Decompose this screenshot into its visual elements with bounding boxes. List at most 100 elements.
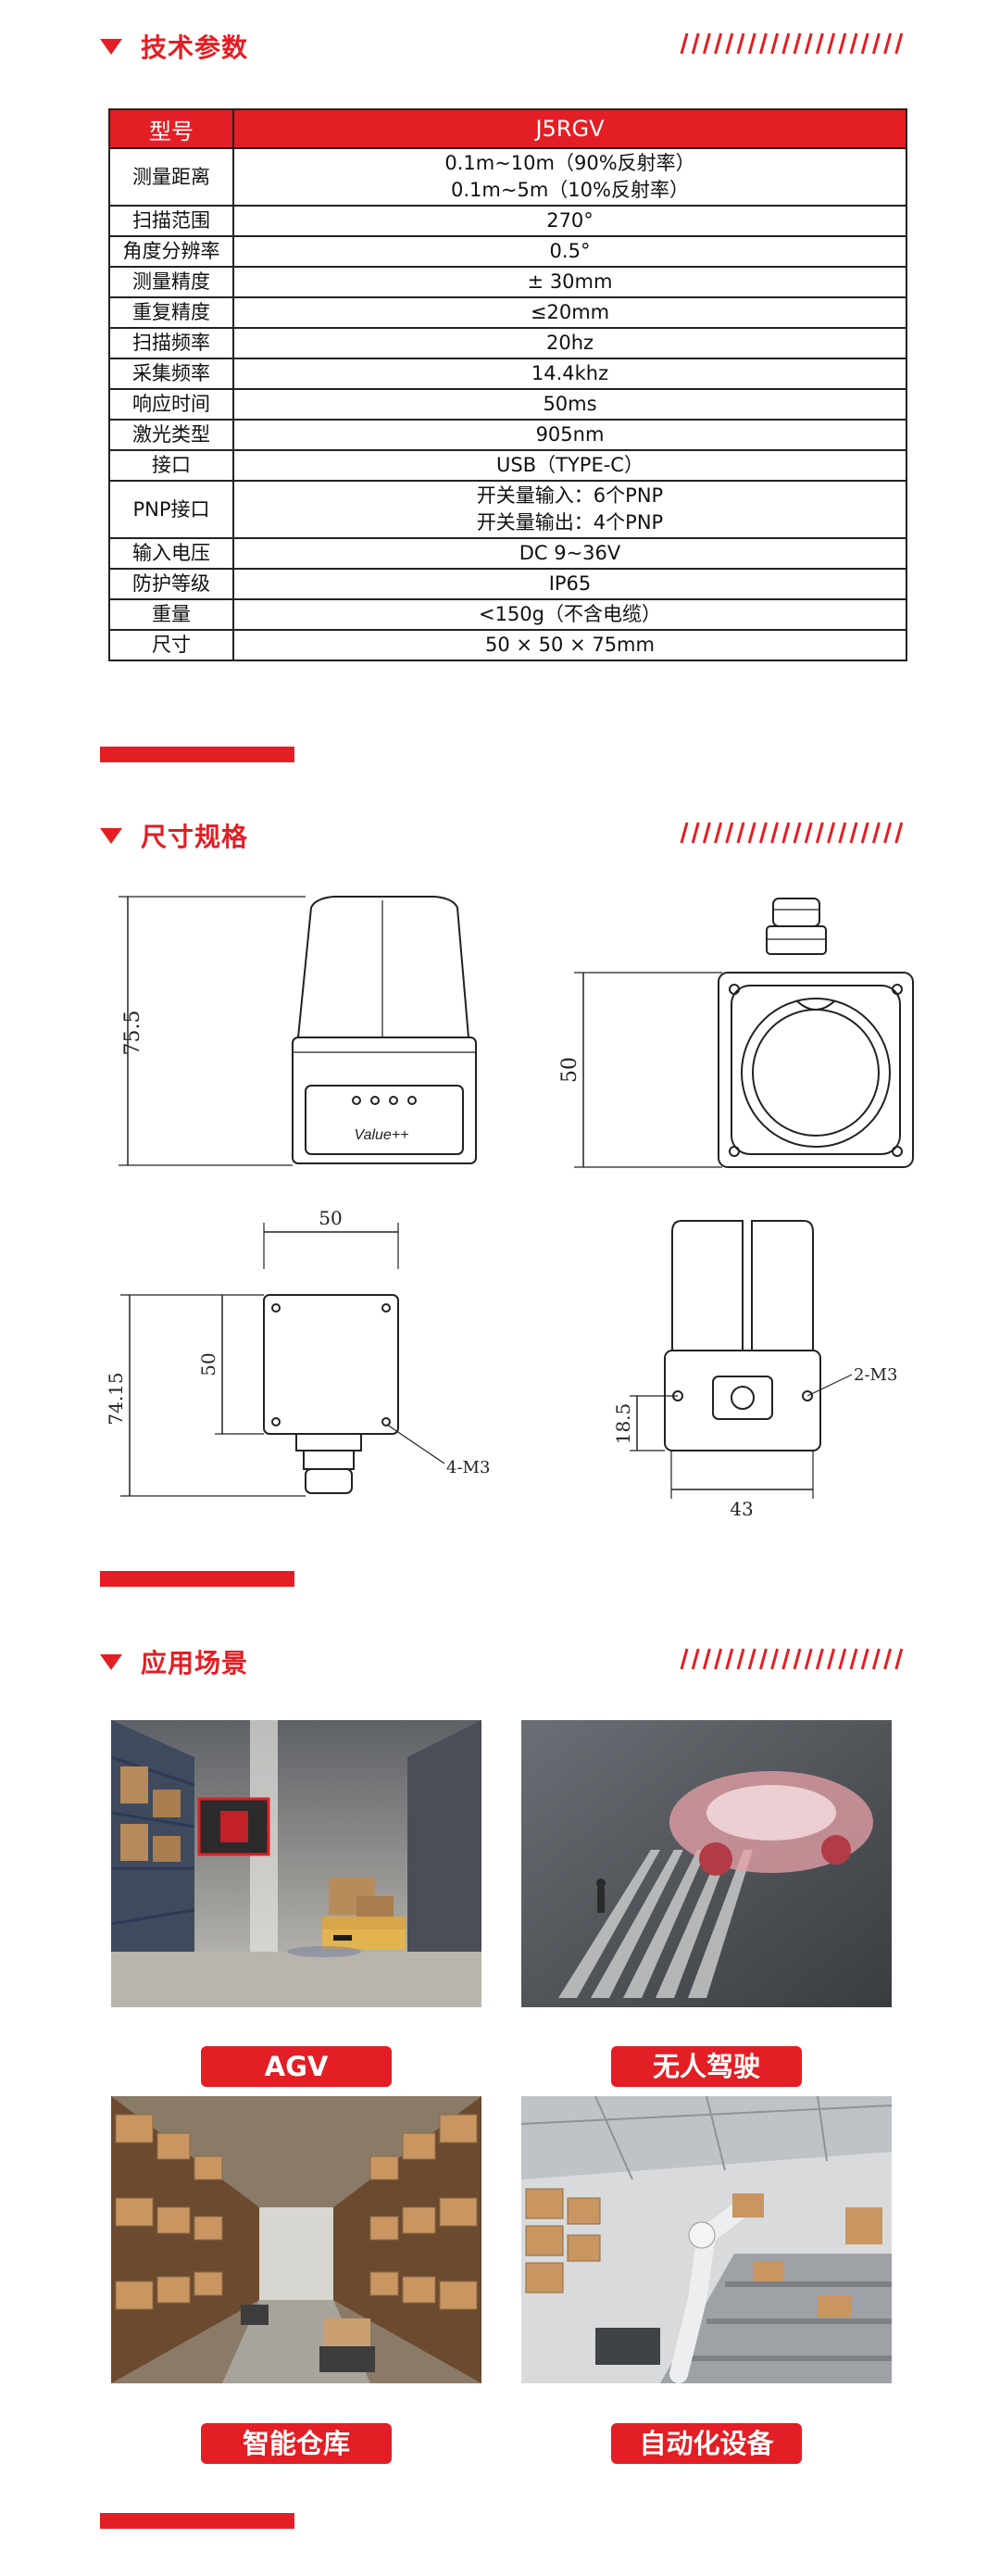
spec-key: 防护等级 [108, 568, 234, 600]
spec-key: 扫描频率 [108, 327, 234, 359]
slash-mark [736, 822, 745, 844]
slash-mark [758, 822, 768, 844]
spec-value: 0.5° [232, 235, 907, 268]
section-title: 应用场景 [141, 1648, 249, 1678]
spec-value-line: DC 9~36V [519, 542, 621, 564]
spec-value-line: <150g（不含电缆） [478, 603, 661, 625]
slash-mark [894, 1648, 904, 1670]
spec-value-line: 0.5° [549, 240, 591, 262]
spec-value-line: IP65 [548, 572, 592, 595]
side-view-drawing: 2-M3 18.5 43 [612, 1220, 897, 1520]
spec-value: ± 30mm [232, 266, 907, 298]
spec-value-line: 14.4khz [531, 362, 609, 384]
red-divider-bar [100, 2513, 294, 2529]
slash-decoration-icon [680, 1648, 904, 1670]
spec-key: 测量距离 [108, 147, 234, 207]
slash-mark [770, 822, 780, 844]
spec-row: 采集频率 14.4khz [108, 358, 907, 390]
spec-key: 扫描范围 [108, 205, 234, 237]
spec-key: 尺寸 [108, 629, 234, 661]
slash-mark [781, 32, 791, 55]
spec-key: 采集频率 [108, 358, 234, 390]
slash-mark [871, 1648, 881, 1670]
slash-mark [849, 32, 858, 55]
spec-key: 重复精度 [108, 296, 234, 329]
spec-key: PNP接口 [108, 480, 234, 539]
slash-decoration-icon [680, 822, 904, 844]
slash-mark [714, 1648, 723, 1670]
red-divider-bar [100, 747, 294, 762]
section-title: 尺寸规格 [141, 822, 249, 852]
spec-value: 20hz [232, 327, 907, 359]
spec-value-line: 50ms [543, 393, 597, 415]
slash-mark [804, 1648, 813, 1670]
spec-row: 防护等级 IP65 [108, 568, 907, 600]
slash-mark [883, 822, 893, 844]
side-holes-label: 2-M3 [854, 1365, 897, 1385]
slash-mark [815, 822, 824, 844]
spec-key: 输入电压 [108, 537, 234, 570]
spec-value-line: 0.1m~10m（90%反射率） [444, 152, 695, 174]
slash-mark [804, 822, 813, 844]
spec-row: 测量距离 0.1m~10m（90%反射率） 0.1m~5m（10%反射率） [108, 147, 907, 207]
spec-value-line: 0.1m~5m（10%反射率） [451, 179, 689, 201]
slash-mark [894, 32, 904, 55]
spec-value-line: 开关量输入：6个PNP [476, 484, 664, 507]
section-header-applications: 应用场景 [0, 1634, 1000, 1690]
application-label-smart-warehouse: 智能仓库 [201, 2423, 392, 2464]
slash-mark [725, 822, 734, 844]
slash-mark [793, 32, 802, 55]
slash-mark [838, 32, 847, 55]
back-view-drawing: 50 [558, 898, 914, 1168]
spec-table: 型号 J5RGV 测量距离 0.1m~10m（90%反射率） 0.1m~5m（10%… [108, 108, 907, 661]
slash-mark [849, 822, 858, 844]
slash-mark [894, 822, 904, 844]
top-holes-label: 4-M3 [446, 1458, 490, 1477]
slash-mark [871, 822, 881, 844]
slash-mark [758, 1648, 768, 1670]
red-divider-bar [100, 1571, 294, 1587]
slash-mark [815, 1648, 824, 1670]
spec-value: USB（TYPE-C） [232, 449, 907, 482]
slash-mark [860, 32, 869, 55]
side-offset-label: 18.5 [612, 1403, 634, 1445]
slash-mark [838, 822, 847, 844]
application-label-autonomous-driving: 无人驾驶 [611, 2046, 802, 2087]
spec-header-row: 型号 J5RGV [108, 108, 907, 149]
slash-mark [770, 1648, 780, 1670]
spec-value-line: ± 30mm [527, 270, 613, 293]
back-height-label: 50 [558, 1057, 581, 1083]
slash-mark [702, 822, 711, 844]
slash-mark [793, 1648, 802, 1670]
spec-key: 激光类型 [108, 419, 234, 451]
slash-mark [883, 32, 893, 55]
slash-mark [747, 32, 756, 55]
spec-value-line: 50 × 50 × 75mm [485, 634, 655, 656]
slash-mark [702, 32, 711, 55]
brand-logo: Value++ [354, 1127, 408, 1143]
slash-mark [827, 822, 836, 844]
spec-row: 输入电压 DC 9~36V [108, 537, 907, 570]
spec-key: 重量 [108, 598, 234, 631]
triangle-marker-icon [100, 828, 122, 844]
slash-mark [883, 1648, 893, 1670]
slash-mark [680, 32, 689, 55]
application-label-automation-equipment: 自动化设备 [611, 2423, 802, 2464]
application-label-agv: AGV [201, 2046, 392, 2087]
spec-value: <150g（不含电缆） [232, 598, 907, 631]
spec-row: 尺寸 50 × 50 × 75mm [108, 629, 907, 661]
slash-mark [827, 1648, 836, 1670]
slash-mark [691, 32, 700, 55]
slash-mark [781, 822, 791, 844]
front-view-drawing: 75.5 Value++ [119, 896, 477, 1166]
spec-value: 905nm [232, 419, 907, 451]
spec-value: 50 × 50 × 75mm [232, 629, 907, 661]
slash-mark [691, 822, 700, 844]
spec-value-line: 270° [546, 209, 594, 232]
slash-mark [736, 32, 745, 55]
slash-mark [702, 1648, 711, 1670]
